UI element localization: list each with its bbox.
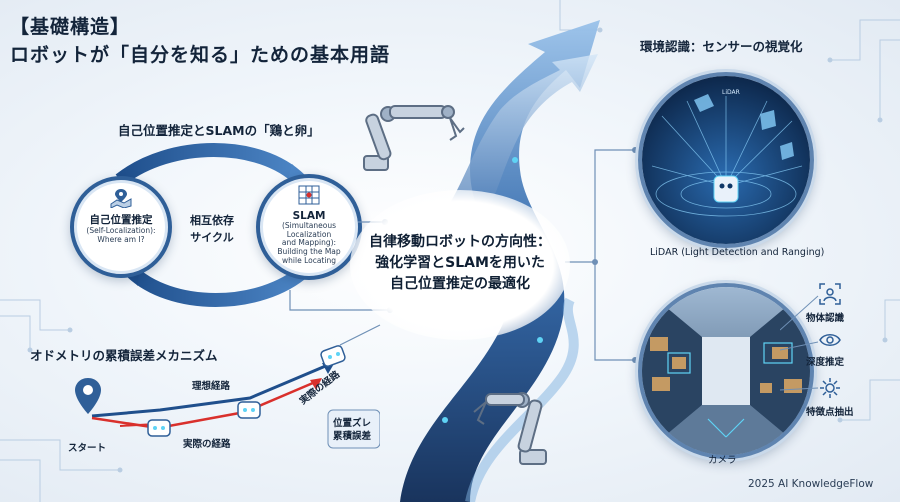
- self-node-subtitle-2: Where am I?: [97, 234, 145, 244]
- center-line-2: 強化学習とSLAMを用いた: [375, 255, 545, 271]
- ideal-path-label: 理想経路: [192, 381, 231, 392]
- credit: 2025 AI KnowledgeFlow: [748, 478, 874, 490]
- object-recognition-icon: [819, 283, 841, 305]
- slam-node-subtitle-4: while Locating: [282, 255, 336, 265]
- page-title: ロボットが「自分を知る」ための基本用語: [10, 44, 391, 66]
- error-box: 位置ズレ 累積誤差: [333, 418, 371, 444]
- center-message: 自律移動ロボットの方向性： 強化学習とSLAMを用いた 自己位置推定の最適化: [353, 232, 567, 295]
- feature-connectors: [780, 295, 819, 391]
- cycle-label: 相互依存 サイクル: [190, 213, 234, 246]
- center-glow: [350, 190, 570, 340]
- self-node-subtitle-1: (Self-Localization):: [86, 226, 156, 235]
- feature-point-extraction: 特徴点抽出: [806, 407, 854, 418]
- lidar-scan-graphic: LiDAR: [642, 76, 810, 244]
- feature-object-recognition: 物体認識: [806, 313, 845, 324]
- odometry-diagram: [75, 345, 380, 449]
- slam-node: SLAM (Simultaneous Localization and Mapp…: [256, 174, 362, 280]
- odometry-heading: オドメトリの累積誤差メカニズム: [30, 348, 218, 363]
- center-line-3: 自己位置推定の最適化: [390, 276, 530, 292]
- slam-node-subtitle-1: (Simultaneous Localization: [281, 221, 337, 239]
- slam-node-subtitle-3: Building the Map: [277, 246, 341, 256]
- cycle-label-line-1: 相互依存: [190, 214, 234, 227]
- environment-heading: 環境認識：センサーの視覚化: [640, 39, 803, 54]
- start-label: スタート: [68, 443, 107, 454]
- error-line-1: 位置ズレ: [333, 418, 372, 429]
- lidar-mini-label: LiDAR: [722, 89, 740, 96]
- lidar-visual: LiDAR: [638, 72, 814, 248]
- center-line-1: 自律移動ロボットの方向性：: [369, 234, 551, 250]
- actual-path-label: 実際の経路: [183, 439, 231, 450]
- feature-depth-estimation: 深度推定: [806, 357, 845, 368]
- self-localization-node: 自己位置推定 (Self-Localization): Where am I?: [70, 176, 172, 278]
- robot-arm-bottom: [473, 392, 547, 465]
- lidar-caption: LiDAR (Light Detection and Ranging): [650, 247, 825, 258]
- slam-section-heading: 自己位置推定とSLAMの「鶏と卵」: [118, 123, 320, 138]
- error-line-2: 累積誤差: [333, 430, 372, 442]
- cycle-label-line-2: サイクル: [190, 230, 234, 244]
- title-bracket: 【基礎構造】: [10, 16, 131, 38]
- camera-caption: カメラ: [708, 455, 737, 466]
- map-pin-icon: [110, 189, 132, 209]
- robot-icon: [147, 419, 171, 437]
- feature-point-icon: [820, 378, 840, 398]
- slam-node-subtitle-2: and Mapping):: [281, 238, 337, 248]
- eye-icon: [819, 334, 841, 346]
- grid-map-icon: [298, 185, 320, 205]
- self-node-title: 自己位置推定: [89, 214, 153, 226]
- slam-node-title: SLAM: [292, 210, 326, 222]
- robot-arm-top: [363, 105, 465, 171]
